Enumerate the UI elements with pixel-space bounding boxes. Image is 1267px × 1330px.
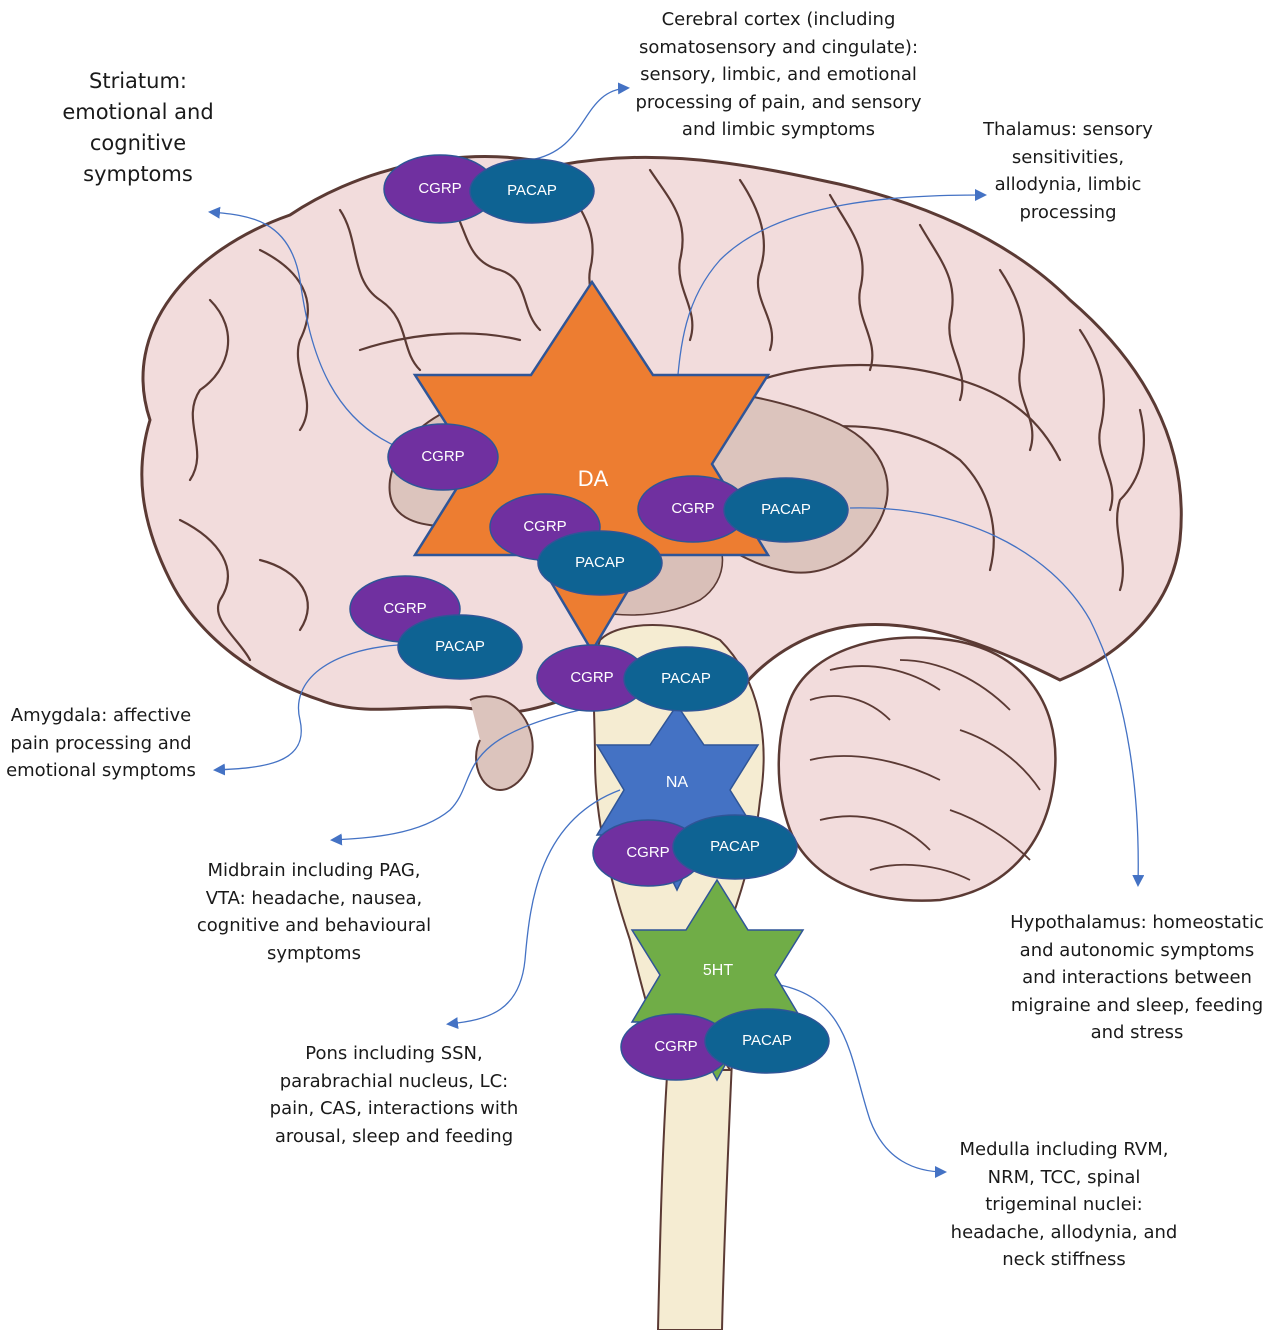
arrow-midbrain [332, 710, 580, 840]
pacap-text: PACAP [575, 554, 625, 571]
pacap-text: PACAP [435, 638, 485, 655]
arrow-pons [448, 790, 620, 1024]
medulla-label: Medulla including RVM, NRM, TCC, spinal … [946, 1136, 1182, 1274]
striatum-cgrp: CGRP [388, 424, 498, 490]
hypothalamus-label: Hypothalamus: homeostatic and autonomic … [1010, 909, 1264, 1047]
pacap-text: PACAP [661, 670, 711, 687]
na-label: NA [666, 774, 689, 791]
arrow-cortex [530, 88, 628, 160]
arrow-medulla [780, 985, 945, 1172]
cgrp-text: CGRP [570, 669, 613, 686]
pacap-text: PACAP [507, 182, 557, 199]
pacap-text: PACAP [761, 501, 811, 518]
thalamus-label: Thalamus: sensory sensitivities, allodyn… [978, 116, 1158, 226]
cgrp-text: CGRP [671, 500, 714, 517]
pacap-text: PACAP [742, 1032, 792, 1049]
cgrp-text: CGRP [383, 600, 426, 617]
striatum-label: Striatum: emotional and cognitive sympto… [48, 66, 228, 190]
cgrp-text: CGRP [654, 1038, 697, 1055]
5ht-label: 5HT [703, 962, 733, 979]
spinal-cord [658, 1060, 732, 1330]
amygdala-label: Amygdala: affective pain processing and … [0, 702, 202, 785]
pons-label: Pons including SSN, parabrachial nucleus… [266, 1040, 522, 1150]
cgrp-text: CGRP [523, 518, 566, 535]
midbrain-label: Midbrain including PAG, VTA: headache, n… [196, 857, 432, 967]
cgrp-text: CGRP [418, 180, 461, 197]
pacap-text: PACAP [710, 838, 760, 855]
da-label: DA [578, 466, 609, 491]
cgrp-text: CGRP [421, 448, 464, 465]
cortex-label: Cerebral cortex (including somatosensory… [626, 6, 931, 144]
cgrp-text: CGRP [626, 844, 669, 861]
